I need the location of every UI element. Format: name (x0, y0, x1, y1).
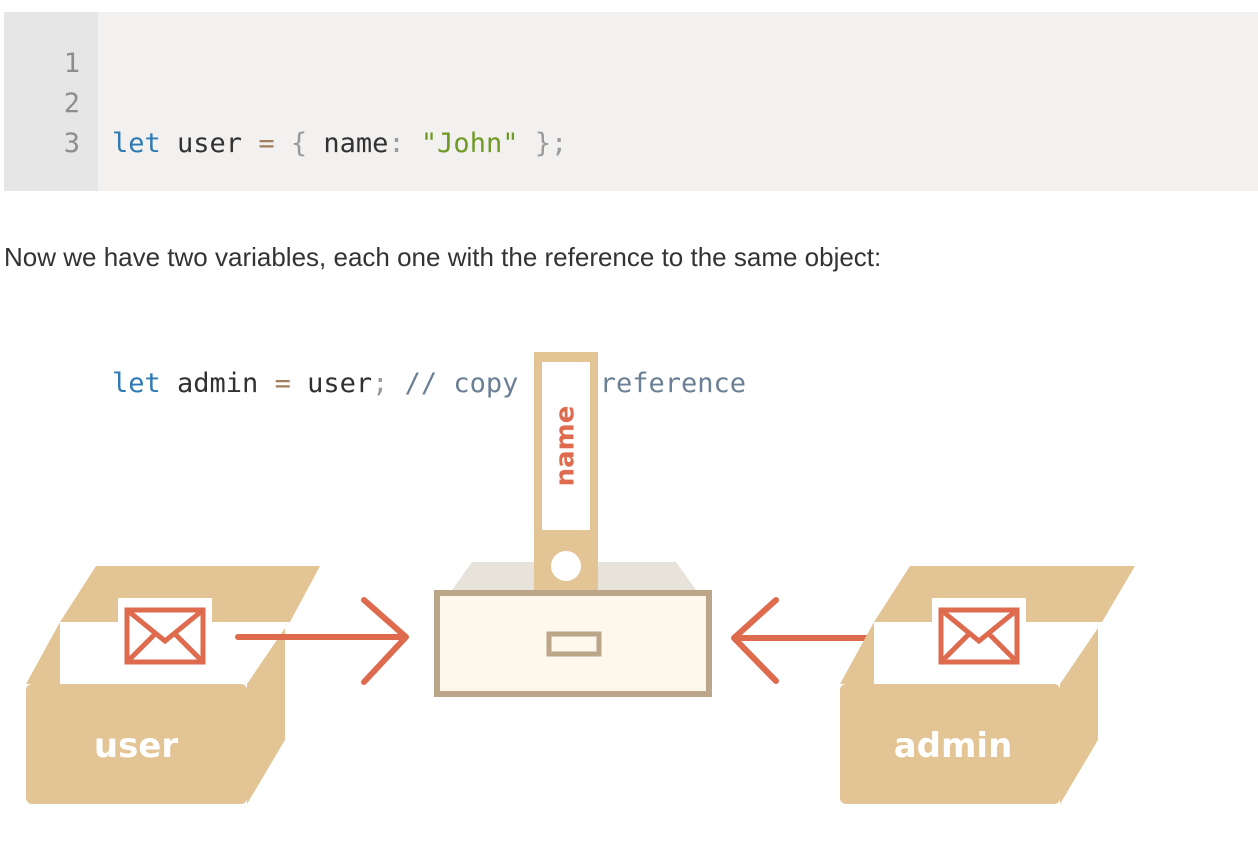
identifier: admin (160, 368, 275, 399)
admin-box: admin (840, 566, 1135, 804)
punctuation: { (274, 128, 324, 159)
string-literal: "John" (420, 128, 519, 159)
envelope-icon (118, 598, 212, 674)
code-block: 1 2 3 let user = { name: "John" }; let a… (4, 12, 1258, 399)
box-label-user: user (94, 726, 179, 766)
operator: = (274, 368, 291, 399)
punctuation: : (388, 128, 421, 159)
line-number: 1 (63, 48, 80, 79)
box-side (1060, 622, 1102, 804)
object-cabinet: name (434, 352, 712, 697)
box-front (26, 684, 247, 804)
prose-paragraph: Now we have two variables, each one with… (4, 242, 882, 272)
name-folder: name (534, 352, 598, 592)
operator: = (258, 128, 275, 159)
drawer-handle (546, 631, 602, 657)
property: name (323, 128, 389, 159)
code-line-1: let user = { name: "John" }; (112, 124, 746, 164)
identifier: user (160, 128, 259, 159)
line-number: 2 (63, 88, 80, 119)
punctuation: ; (372, 368, 389, 399)
arrow-right (235, 597, 409, 685)
box-side (247, 622, 290, 804)
keyword: let (112, 128, 161, 159)
line-number: 3 (63, 128, 80, 159)
keyword: let (112, 368, 161, 399)
cabinet-drawer (434, 590, 712, 697)
punctuation: }; (518, 128, 568, 159)
box-label-admin: admin (894, 726, 1013, 766)
folder-label: name (551, 406, 581, 487)
envelope-icon (932, 598, 1026, 674)
identifier: user (290, 368, 373, 399)
box-flap (26, 622, 60, 684)
line-number-gutter: 1 2 3 (4, 12, 98, 191)
user-box: user (26, 566, 320, 804)
box-front (840, 684, 1060, 804)
box-flap (840, 622, 874, 684)
